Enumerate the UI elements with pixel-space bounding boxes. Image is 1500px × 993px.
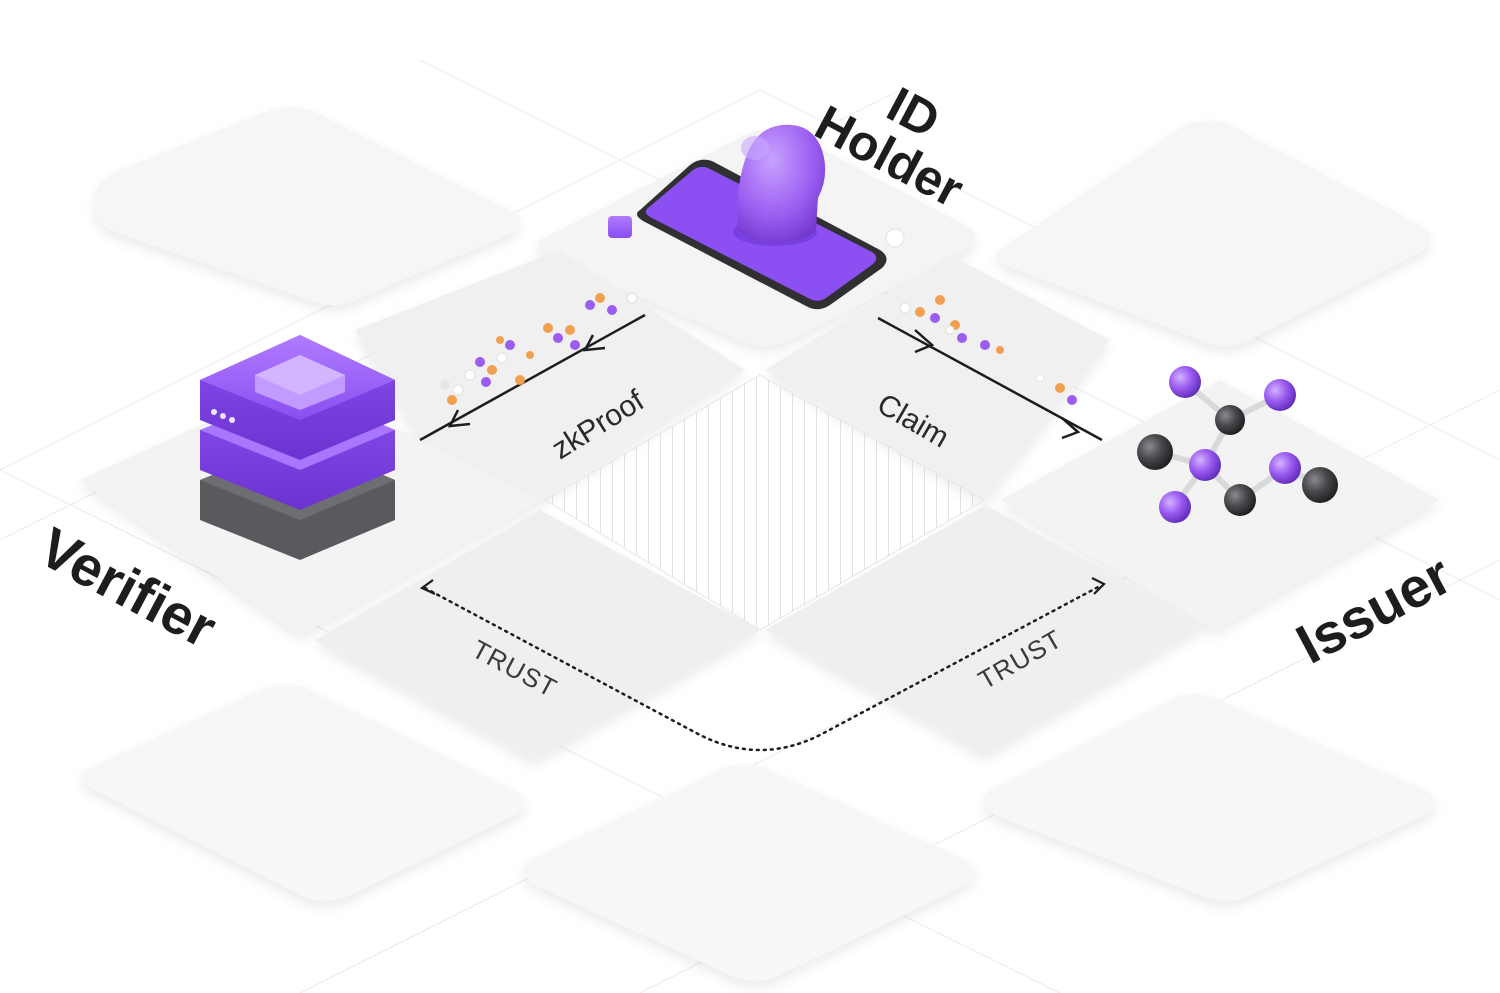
tile-claim bbox=[765, 255, 1110, 500]
trust-dotted-line bbox=[423, 583, 1104, 752]
tile-trust-left bbox=[315, 510, 760, 760]
tile bbox=[523, 764, 975, 981]
tile-issuer bbox=[1000, 380, 1440, 630]
phone-with-head-icon bbox=[608, 124, 905, 310]
tile bbox=[94, 107, 521, 305]
molecule-icon bbox=[1137, 366, 1338, 523]
claim-arrow bbox=[877, 316, 1103, 442]
tile-zkproof bbox=[355, 250, 745, 500]
trust-arrowhead-left bbox=[419, 579, 436, 595]
trust-arrowhead-right bbox=[1091, 577, 1106, 595]
tile bbox=[996, 120, 1430, 346]
data-particles bbox=[440, 292, 1077, 405]
hatched-center bbox=[544, 374, 987, 631]
tile bbox=[81, 684, 526, 901]
server-stack-icon bbox=[200, 335, 395, 560]
tile-trust-right bbox=[765, 505, 1205, 755]
zkproof-arrow bbox=[419, 313, 646, 442]
tile-grid bbox=[80, 107, 1440, 981]
tile bbox=[983, 694, 1435, 901]
